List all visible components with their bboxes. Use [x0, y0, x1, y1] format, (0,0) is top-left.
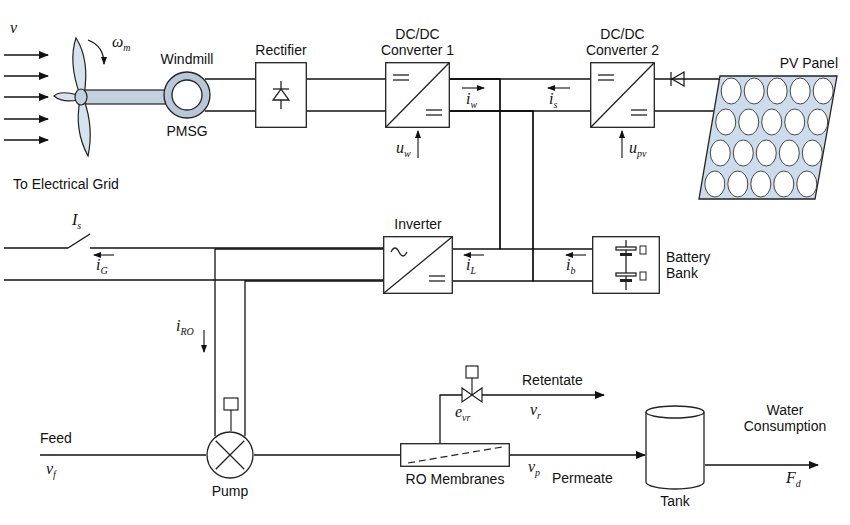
signal-name: upv — [629, 140, 646, 162]
part-label: PV Panel — [738, 55, 838, 71]
part-label: Tank — [645, 493, 705, 509]
wire-connector — [215, 249, 383, 436]
flow-label: Feed — [40, 430, 72, 446]
part-label: Rectifier — [236, 42, 326, 58]
wire-connector — [655, 79, 719, 111]
part-label: RO Membranes — [390, 471, 520, 487]
part-label: DC/DC Converter 1 — [372, 26, 464, 58]
shape-outline — [163, 71, 211, 119]
signal-name: v — [10, 20, 17, 36]
membrane-box: RO Membranes — [400, 443, 510, 467]
wire-connector — [450, 79, 590, 111]
tank-symbol: Tank — [645, 405, 705, 489]
signal-name: ωm — [112, 34, 131, 56]
signal-name: is — [549, 91, 557, 113]
signal-name: Is — [72, 212, 81, 234]
wire-connector — [205, 79, 255, 111]
wire-connector — [307, 79, 385, 111]
signal-name: vp — [528, 459, 540, 481]
part-label: Pump — [200, 483, 260, 499]
grid-wires — [4, 234, 383, 280]
feed-pipe — [40, 454, 206, 455]
signal-name: iG — [96, 257, 108, 279]
flow-label: Water Consumption — [730, 402, 840, 434]
battery-box: Battery Bank — [592, 236, 660, 294]
turbine-rotor — [54, 38, 166, 156]
shape-outline — [255, 62, 307, 128]
wire-connector — [254, 455, 400, 456]
flow-label: Retentate — [522, 372, 583, 388]
shape-outline — [590, 62, 655, 128]
shape-outline — [645, 405, 705, 489]
signal-name: iw — [466, 91, 477, 113]
shape-outline — [206, 431, 254, 479]
signal-name: Fd — [786, 470, 801, 492]
shape-outline — [383, 236, 453, 294]
shape-outline — [698, 75, 838, 200]
consumption-pipe — [705, 464, 818, 465]
wire-connector — [510, 455, 645, 456]
heading-label: Windmill — [142, 51, 232, 67]
signal-name: vr — [530, 402, 541, 424]
signal-name: iL — [466, 257, 476, 279]
shape-outline — [400, 443, 510, 467]
rotation-arrow — [88, 40, 104, 64]
pv-panel: PV Panel — [698, 75, 838, 200]
signal-name: iRO — [176, 318, 194, 340]
part-label: PMSG — [157, 123, 217, 139]
wire-connector — [450, 79, 592, 281]
pump-actuator — [224, 398, 238, 431]
flow-label: Permeate — [552, 470, 613, 486]
signal-name: evr — [455, 404, 470, 426]
converter-box: DC/DC Converter 2 — [590, 62, 655, 128]
rectifier-box: Rectifier — [255, 62, 307, 128]
signal-name: ib — [566, 257, 575, 279]
flow-label: To Electrical Grid — [10, 176, 122, 192]
generator-circle: WindmillPMSG — [163, 71, 211, 119]
signal-arrows — [94, 88, 622, 352]
signal-name: uw — [396, 140, 411, 162]
part-label: DC/DC Converter 2 — [577, 26, 669, 58]
wire-connector — [450, 79, 533, 281]
inverter-box: Inverter — [383, 236, 453, 294]
part-label: Inverter — [373, 216, 463, 232]
shape-outline — [385, 62, 450, 128]
valve-symbol — [462, 366, 482, 402]
wind-arrows — [4, 55, 48, 140]
part-label: Battery Bank — [666, 249, 724, 281]
converter-box: DC/DC Converter 1 — [385, 62, 450, 128]
shape-outline — [592, 236, 660, 294]
pump-symbol: Pump — [206, 431, 254, 479]
retentate-pipe — [440, 395, 604, 443]
signal-name: vf — [46, 461, 56, 483]
